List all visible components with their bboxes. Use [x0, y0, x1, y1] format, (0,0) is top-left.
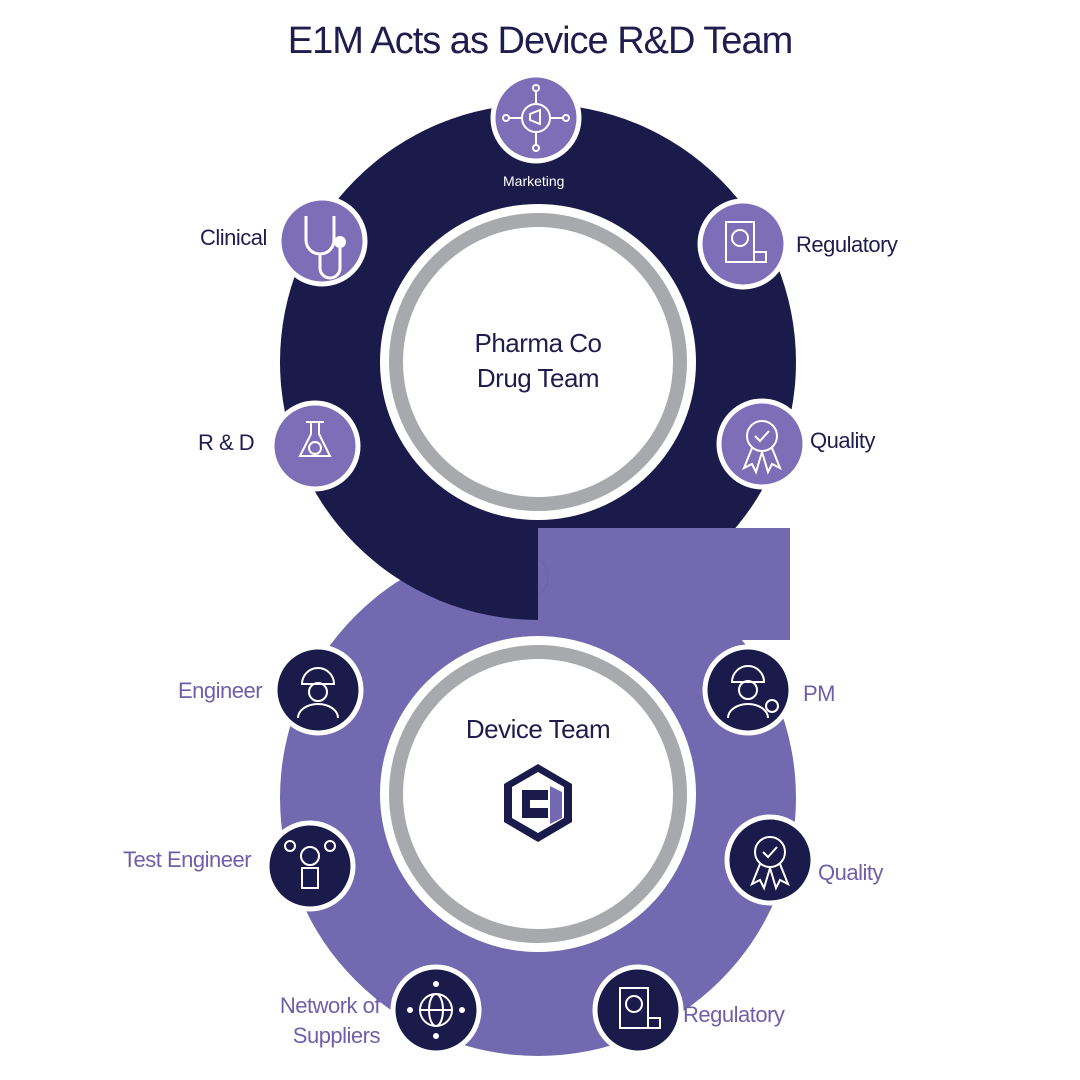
device-center-label: Device Team: [465, 714, 611, 744]
node-label-network-of-suppliers: Network of Suppliers: [240, 991, 381, 1050]
award-badge-icon: [716, 398, 808, 490]
pharma-center-label: Pharma Co Drug Team: [438, 326, 638, 396]
network-line-2: Suppliers: [292, 1022, 381, 1048]
node-label-quality-bottom: Quality: [818, 860, 883, 885]
document-stamp-icon: [592, 964, 684, 1056]
node-label-regulatory-bottom: Regulatory: [683, 1002, 785, 1027]
node-label-clinical: Clinical: [200, 225, 267, 250]
project-manager-icon: [702, 644, 794, 736]
test-engineer-icon: [264, 820, 356, 912]
node-label-test-engineer: Test Engineer: [123, 847, 252, 872]
node-label-rnd: R & D: [198, 430, 255, 455]
engineer-icon: [272, 644, 364, 736]
node-label-marketing: Marketing: [503, 173, 565, 189]
network-line-1: Network of: [279, 993, 381, 1018]
pharma-center-line-2: Drug Team: [476, 363, 600, 394]
e1-logo-icon: [504, 764, 572, 842]
pharma-inner-ring: [389, 213, 687, 511]
flask-gear-icon: [269, 400, 361, 492]
node-label-quality-top: Quality: [810, 428, 875, 453]
puzzle-joint: [538, 528, 549, 625]
document-stamp-icon: [697, 198, 789, 290]
node-label-engineer: Engineer: [178, 678, 263, 703]
pharma-center-line-1: Pharma Co: [474, 328, 603, 358]
globe-network-icon: [390, 964, 482, 1056]
puzzle-tab-right: [540, 528, 790, 640]
marketing-icon: [490, 72, 582, 164]
award-badge-icon: [724, 814, 816, 906]
node-label-regulatory-top: Regulatory: [796, 232, 898, 257]
node-label-pm: PM: [803, 681, 836, 706]
diagram-title: E1M Acts as Device R&D Team: [287, 20, 793, 62]
stethoscope-icon: [276, 195, 368, 287]
device-inner-ring: [389, 645, 687, 943]
